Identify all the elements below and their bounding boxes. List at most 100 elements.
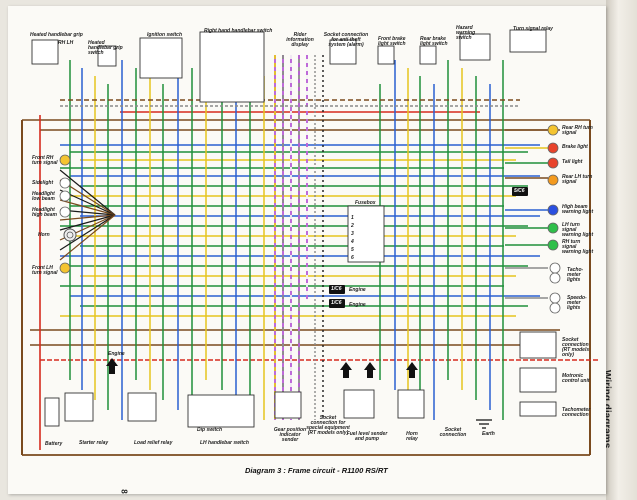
- engine-arrow-1: [106, 358, 118, 374]
- label-high-beam-warning: High beam warning light: [562, 204, 594, 215]
- tacho-lamp-1: [549, 262, 561, 274]
- socket-rt-box: [519, 331, 557, 359]
- fuse-6: 6: [351, 255, 354, 261]
- label-fuel-sender: Fuel level sender and pump: [346, 431, 388, 442]
- label-heated-grip-switch: Heated handlebar grip switch: [88, 40, 123, 56]
- rear-brake-switch-box: [419, 45, 437, 65]
- tail-lamp: [547, 157, 559, 169]
- fan-6: [59, 214, 116, 231]
- label-engine-2: Engine: [349, 287, 366, 293]
- label-heated-grip: Heated handlebar grip: [30, 32, 83, 38]
- label-load-relief-relay: Load relief relay: [134, 440, 173, 446]
- headlight-low-lamp: [59, 190, 71, 202]
- label-rh-turn-warning: RH turn signal warning light: [562, 239, 594, 255]
- tacho-lamp-2: [549, 272, 561, 284]
- label-engine-1: Engine: [108, 351, 125, 357]
- front-lh-turn-lamp: [59, 262, 71, 274]
- fusebox-box: [347, 205, 385, 263]
- fan-0: [59, 169, 116, 216]
- brake-lamp: [547, 142, 559, 154]
- fan-8: [59, 214, 116, 251]
- label-battery: Battery: [45, 441, 63, 447]
- gear-sender-box: [274, 391, 302, 419]
- sidelight-lamp: [59, 177, 71, 189]
- label-ref-1: 1/C6: [331, 286, 342, 292]
- label-brake-light: Brake light: [562, 144, 588, 150]
- label-headlight-high: Headlight high beam: [32, 207, 58, 218]
- speedo-lamp-2: [549, 302, 561, 314]
- load-relief-box: [127, 392, 157, 422]
- fuse-3: 3: [351, 231, 354, 237]
- label-ref-2: 1/C6: [331, 300, 342, 306]
- label-rider-info-display: Rider information display: [286, 32, 314, 48]
- label-hazard-switch: Hazard warning switch: [456, 25, 476, 41]
- rear-lh-turn-lamp: [547, 174, 559, 186]
- label-horn-relay: Horn relay: [406, 431, 418, 442]
- label-rear-lh-turn: Rear LH turn signal: [562, 174, 593, 185]
- label-front-lh-turn: Front LH turn signal: [32, 265, 58, 276]
- lh-turn-warning-lamp: [547, 222, 559, 234]
- label-socket-connection: Socket connection: [439, 427, 467, 438]
- horn-symbol: [63, 228, 77, 242]
- front-rh-turn-lamp: [59, 154, 71, 166]
- diagram-caption: Diagram 3 : Frame circuit - R1100 RS/RT: [245, 466, 388, 475]
- label-headlight-low: Headlight low beam: [32, 191, 55, 202]
- label-engine-3: Engine: [349, 302, 366, 308]
- horn-symbol-inner: [66, 231, 74, 239]
- fuse-4: 4: [351, 239, 354, 245]
- rear-rh-turn-lamp: [547, 124, 559, 136]
- fan-5: [59, 214, 116, 221]
- label-tail-light: Tail light: [562, 159, 583, 165]
- lh-switch-box: [187, 394, 255, 428]
- label-front-brake-switch: Front brake light switch: [378, 36, 406, 47]
- label-fusebox: Fusebox: [355, 200, 376, 206]
- label-motronic: Motronic control unit: [562, 373, 590, 384]
- book-spine: [606, 0, 637, 500]
- label-rh-handlebar-switch: Right hand handlebar switch: [204, 28, 273, 34]
- tachometer-box: [519, 401, 557, 417]
- speedo-lamp-1: [549, 292, 561, 304]
- hazard-switch-box: [459, 33, 491, 61]
- fuel-sender-box: [343, 389, 375, 419]
- label-tacho-lights: Tacho-meter lights: [567, 267, 584, 283]
- horn-relay-box: [397, 389, 425, 419]
- label-lh-turn-warning: LH turn signal warning light: [562, 222, 594, 238]
- label-ref-3: 5/C6: [514, 188, 525, 194]
- fan-9: [59, 214, 116, 261]
- label-socket-special: Socket connection for special equipment …: [306, 415, 350, 436]
- motronic-box: [519, 367, 557, 393]
- label-rear-brake-switch: Rear brake light switch: [420, 36, 448, 47]
- label-earth: Earth: [482, 431, 495, 437]
- label-socket-rt: Socket connection (RT models only): [562, 337, 590, 358]
- label-horn: Horn: [38, 232, 50, 238]
- fuse-2: 2: [351, 223, 354, 229]
- front-brake-switch-box: [377, 45, 395, 65]
- label-socket-anti-theft: Socket connection for anti-theft system …: [323, 32, 369, 48]
- engine-arrow-4: [406, 362, 418, 378]
- label-front-rh-turn: Front RH turn signal: [32, 155, 58, 166]
- ref-badge-3: [512, 187, 528, 196]
- anti-theft-socket-box: [329, 39, 357, 65]
- ref-badge-2: [329, 299, 345, 308]
- high-beam-warning-lamp: [547, 204, 559, 216]
- label-turn-signal-relay: Turn signal relay: [513, 26, 553, 32]
- heated-grip-box: [31, 39, 59, 65]
- label-speedo-lights: Speedo-meter lights: [567, 295, 587, 311]
- rh-handlebar-switch-box: [199, 31, 265, 103]
- fan-3: [59, 199, 116, 216]
- label-ignition-switch: Ignition switch: [147, 32, 182, 38]
- label-dip-switch: Dip switch: [197, 427, 223, 433]
- engine-arrow-2: [340, 362, 352, 378]
- battery-box: [44, 397, 60, 427]
- label-tachometer: Tachometer connection: [562, 407, 591, 418]
- ignition-switch-box: [139, 37, 183, 79]
- label-starter-relay: Starter relay: [79, 440, 109, 446]
- label-gear-sender: Gear position indicator sender: [273, 427, 307, 443]
- label-sidelight: Sidelight: [32, 180, 54, 186]
- label-rear-rh-turn: Rear RH turn signal: [562, 125, 593, 136]
- earth-symbol: [476, 419, 492, 429]
- rh-turn-warning-lamp: [547, 239, 559, 251]
- label-rh-lh: RH LH: [58, 40, 74, 46]
